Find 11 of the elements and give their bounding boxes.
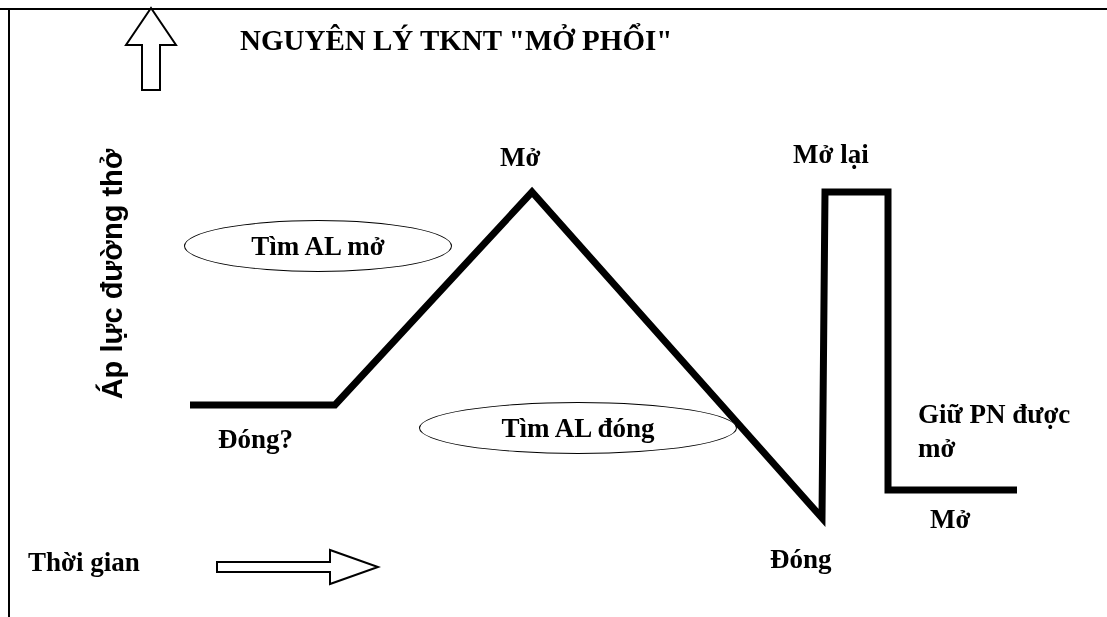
point-label: Mở xyxy=(500,143,541,173)
ellipse-label: Tìm AL đóng xyxy=(419,402,737,454)
point-label: Đóng xyxy=(770,545,832,575)
note-text: Giữ PN được mở xyxy=(918,398,1072,465)
point-label: Mở lại xyxy=(793,140,869,170)
axis-title: Áp lực đường thở xyxy=(97,148,130,400)
ellipse-label: Tìm AL mở xyxy=(184,220,452,272)
point-label: Mở xyxy=(930,505,971,535)
title: NGUYÊN LÝ TKNT "MỞ PHỔI" xyxy=(240,25,673,57)
axis-title: Thời gian xyxy=(28,548,140,578)
point-label: Đóng? xyxy=(218,425,293,455)
